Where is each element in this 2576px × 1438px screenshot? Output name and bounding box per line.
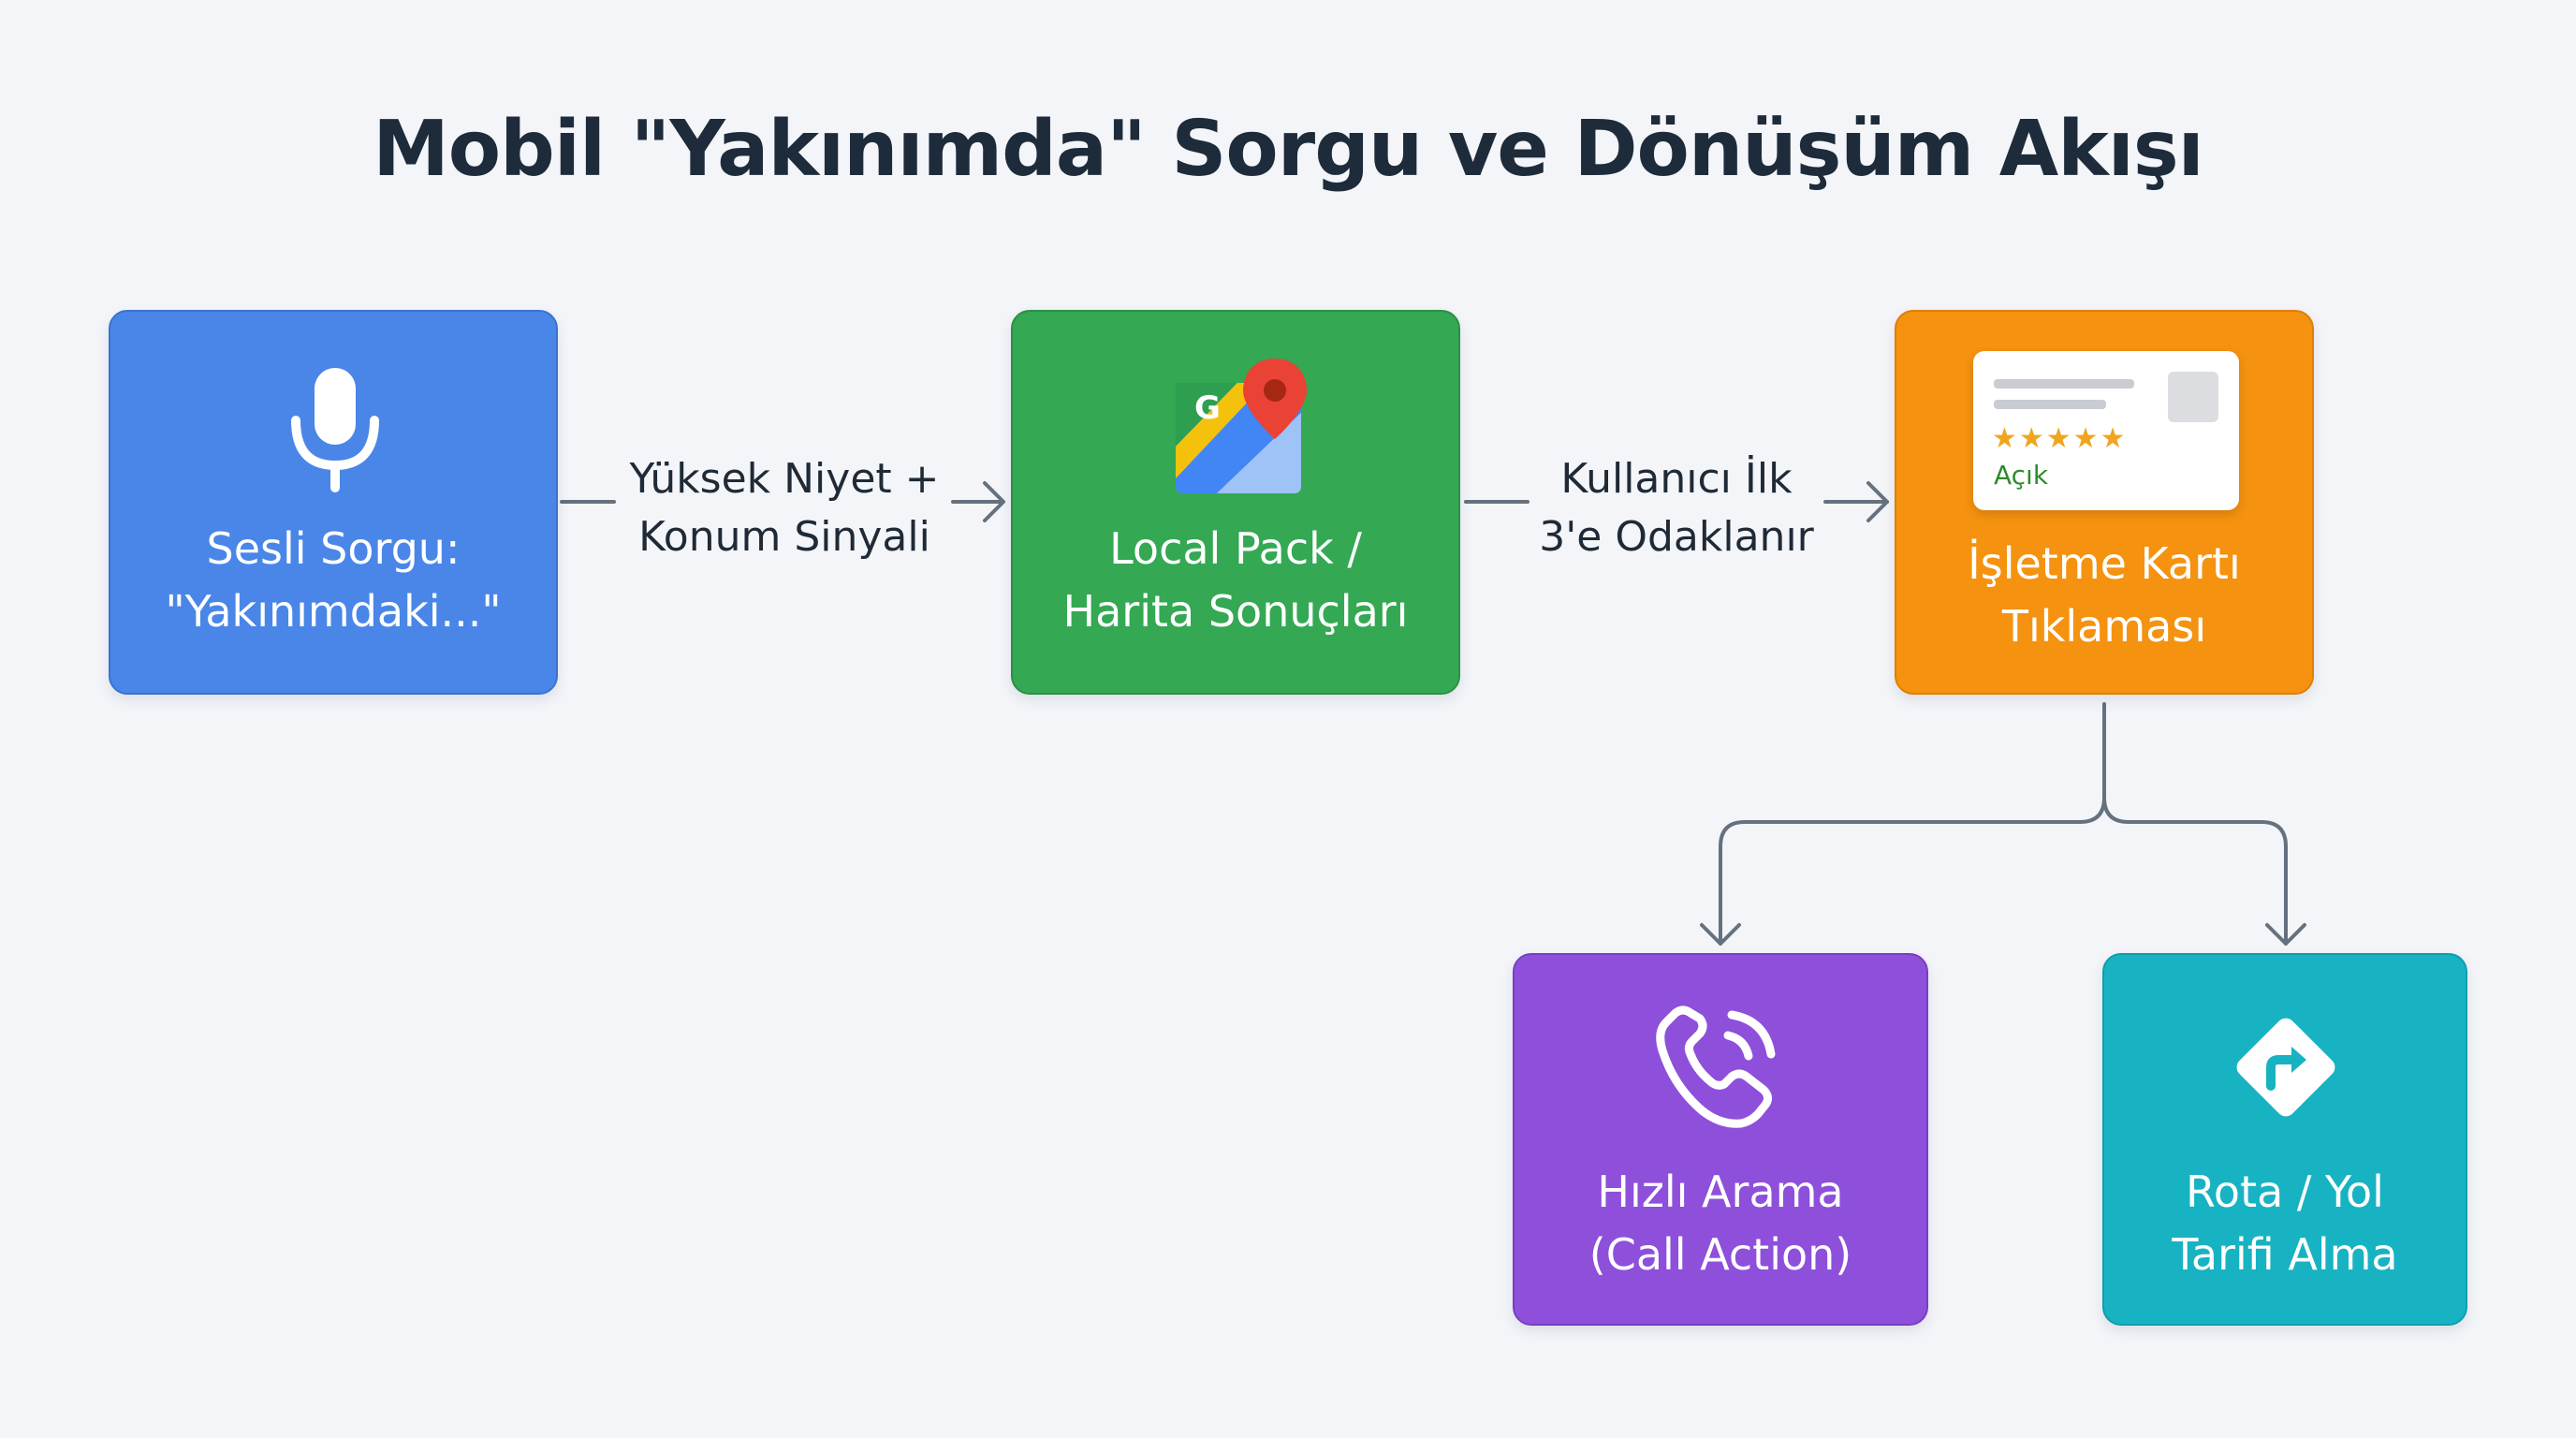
node-label-line: Sesli Sorgu: (206, 523, 461, 574)
edge-label-line: 3'e Odaklanır (1539, 513, 1814, 561)
open-status: Açık (1994, 460, 2049, 491)
node-quick-call: Hızlı Arama (Call Action) (1513, 953, 1928, 1326)
edge-label-line: Konum Sinyali (638, 513, 930, 561)
rating-stars-icon: ★★★★★ (1992, 422, 2128, 455)
node-label: Sesli Sorgu: "Yakınımdaki..." (110, 518, 556, 643)
node-label-line: Local Pack / (1109, 523, 1362, 574)
node-local-pack: G Local Pack / Harita Sonuçları (1011, 310, 1460, 695)
card-thumbnail (2168, 372, 2218, 422)
edge-label-pack-card: Kullanıcı İlk 3'e Odaklanır (1531, 450, 1822, 566)
node-label-line: Tarifi Alma (2172, 1229, 2398, 1280)
node-label-line: Harita Sonuçları (1062, 586, 1409, 637)
node-label-line: (Call Action) (1588, 1229, 1852, 1280)
node-voice-query: Sesli Sorgu: "Yakınımdaki..." (109, 310, 558, 695)
node-label: İşletme Kartı Tıklaması (1896, 533, 2312, 658)
edge-label-line: Yüksek Niyet + (629, 455, 940, 503)
node-label-line: Rota / Yol (2186, 1167, 2384, 1217)
google-maps-icon: G (1176, 359, 1307, 493)
phone-icon (1656, 1005, 1776, 1128)
edge-card-branch-right (2102, 796, 2288, 946)
node-label-line: İşletme Kartı (1968, 538, 2241, 589)
edge-card-branch (1719, 702, 2106, 946)
node-label-line: Tıklaması (2001, 601, 2207, 652)
card-text-line (1994, 379, 2134, 389)
business-card-icon: ★★★★★ Açık (1973, 351, 2239, 510)
directions-icon (2236, 1018, 2335, 1117)
node-label: Rota / Yol Tarifi Alma (2104, 1161, 2466, 1286)
node-label-line: "Yakınımdaki..." (165, 586, 502, 637)
edge-label-line: Kullanıcı İlk (1560, 455, 1793, 503)
node-label: Hızlı Arama (Call Action) (1515, 1161, 1926, 1286)
node-label-line: Hızlı Arama (1597, 1167, 1844, 1217)
edge-label-voice-pack: Yüksek Niyet + Konum Sinyali (622, 450, 947, 566)
node-directions: Rota / Yol Tarifi Alma (2102, 953, 2467, 1326)
svg-text:G: G (1194, 389, 1221, 427)
node-label: Local Pack / Harita Sonuçları (1013, 518, 1458, 643)
node-business-card: ★★★★★ Açık İşletme Kartı Tıklaması (1895, 310, 2314, 695)
microphone-icon (291, 368, 379, 492)
page-title: Mobil "Yakınımda" Sorgu ve Dönüşüm Akışı (373, 105, 2204, 194)
card-text-line (1994, 400, 2106, 409)
